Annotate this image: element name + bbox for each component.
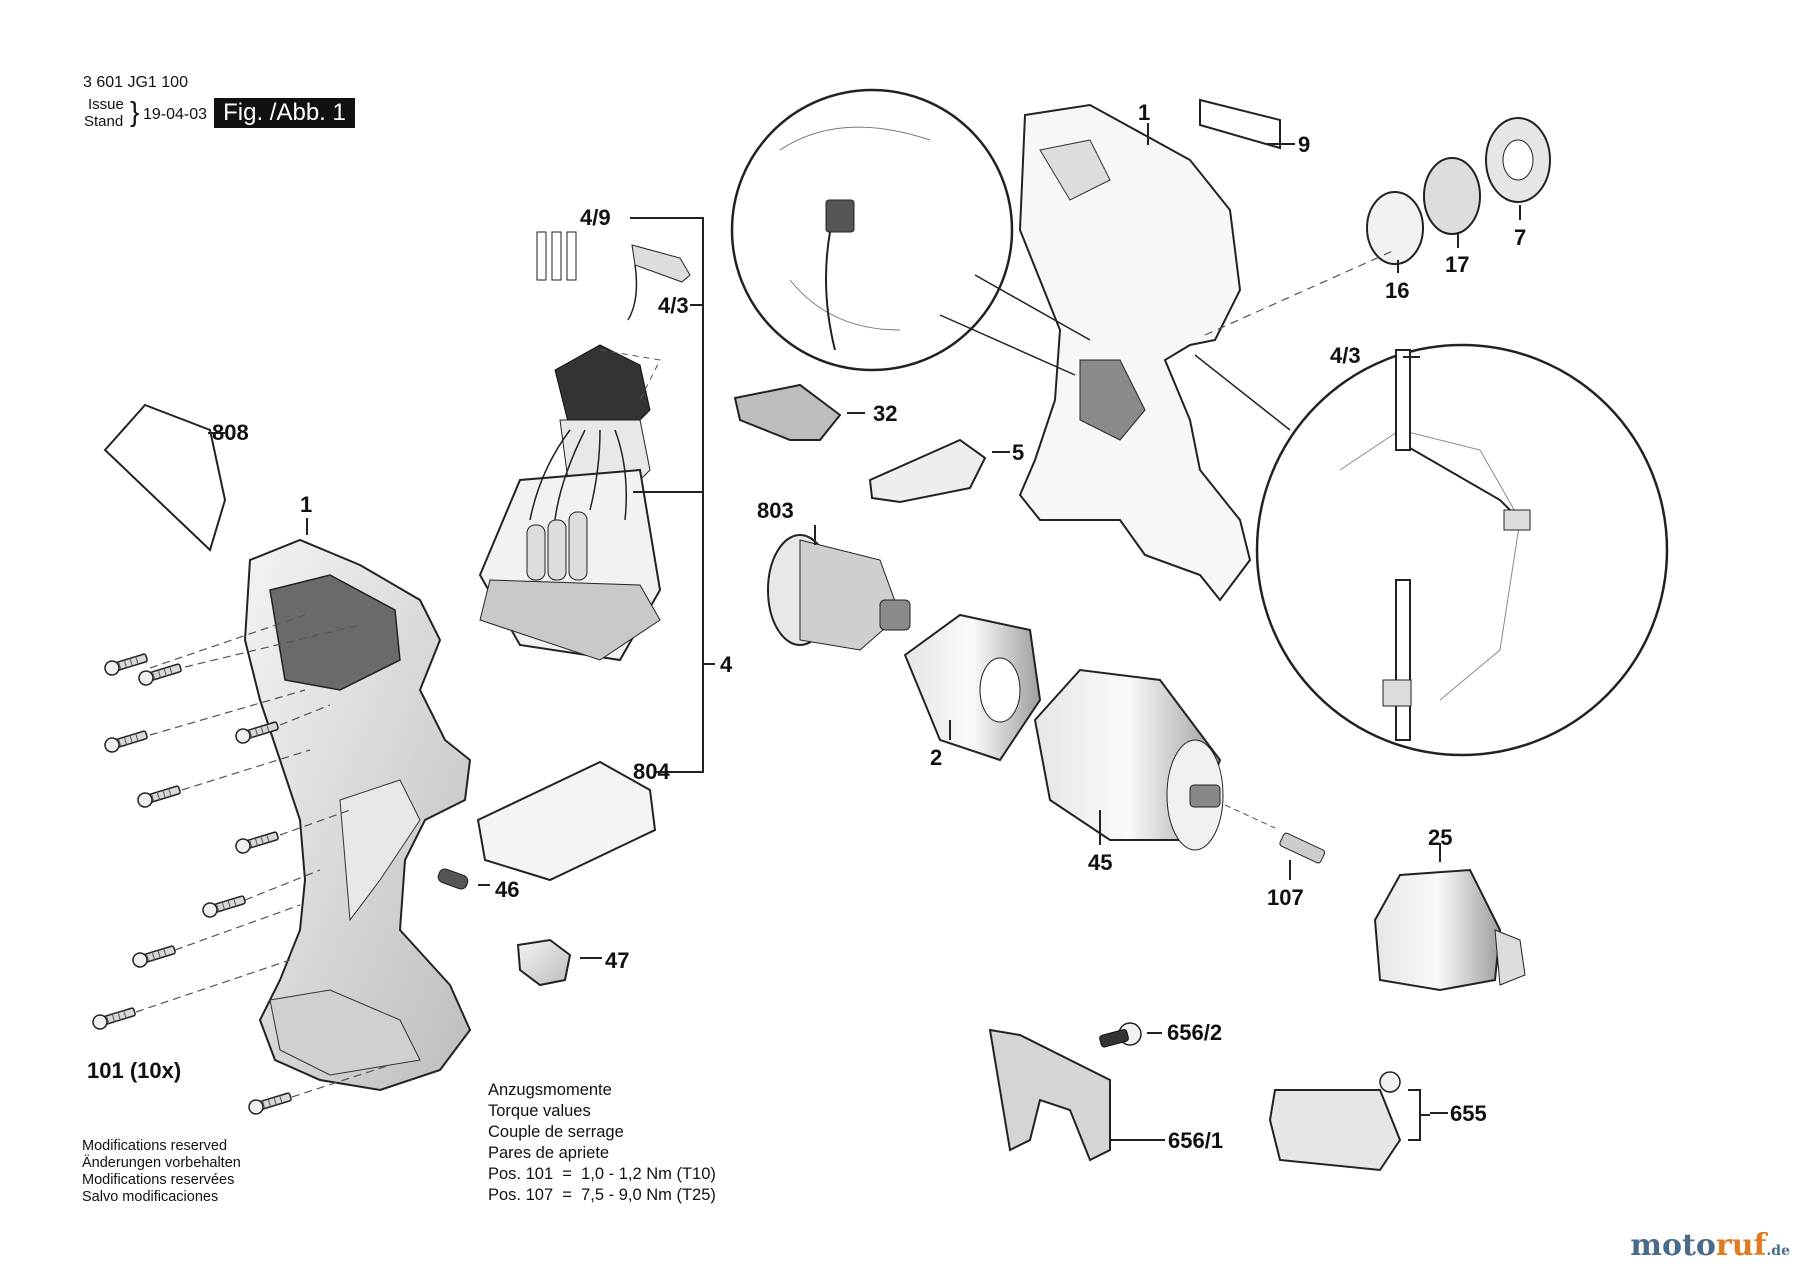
torque-pos-107: Pos. 107 = 7,5 - 9,0 Nm (T25): [488, 1186, 716, 1204]
label-1-left: 1: [300, 492, 312, 517]
label-32: 32: [873, 401, 897, 426]
spring-46-part: [437, 868, 469, 890]
cap-7-part: [1485, 117, 1551, 203]
leader-lines: [208, 123, 1521, 1141]
label-47: 47: [605, 948, 629, 973]
screw-107-part: [1224, 804, 1326, 864]
detail-circle-top: [730, 88, 1091, 376]
knob-47-part: [516, 938, 572, 987]
note-line: Salvo modificaciones: [82, 1189, 219, 1205]
torque-pos-101: Pos. 101 = 1,0 - 1,2 Nm (T10): [488, 1165, 716, 1183]
label-101: 101 (10x): [87, 1058, 181, 1083]
motor-armature-803-part: [767, 534, 911, 651]
label-4-3-top: 4/3: [658, 293, 689, 318]
label-4: 4: [720, 652, 733, 677]
label-46: 46: [495, 877, 519, 902]
bit-holder-655-part: [1268, 1071, 1430, 1172]
torque-line: Torque values: [488, 1102, 591, 1120]
label-804: 804: [633, 759, 670, 784]
label-45: 45: [1088, 850, 1112, 875]
label-9: 9: [1298, 132, 1310, 157]
note-line: Änderungen vorbehalten: [82, 1155, 241, 1171]
screw-656-2-part: [1099, 1022, 1142, 1048]
issue-date: 19-04-03: [143, 106, 208, 123]
switch-cover-32-part: [733, 383, 842, 441]
cover-16-part: [1366, 191, 1424, 265]
label-5: 5: [1012, 440, 1024, 465]
detail-circle-right: [1194, 343, 1669, 757]
ring-17-part: [1423, 157, 1481, 235]
label-16: 16: [1385, 278, 1409, 303]
figure-title: Fig. /Abb. 1: [214, 98, 355, 128]
motor-housing-2-part: [903, 613, 1042, 762]
label-656-2: 656/2: [1167, 1020, 1222, 1045]
header-brace: }: [130, 96, 140, 127]
nameplate-808-part: [103, 403, 227, 552]
housing-half-right-part: [1018, 103, 1252, 602]
label-107: 107: [1267, 885, 1304, 910]
slider-5-part: [868, 438, 987, 504]
watermark-part2: ruf: [1715, 1228, 1767, 1263]
torque-line: Couple de serrage: [488, 1123, 624, 1141]
watermark-part1: moto: [1630, 1228, 1716, 1263]
note-line: Modifications reserved: [82, 1138, 228, 1154]
watermark-logo: motoruf.de: [1630, 1228, 1790, 1263]
stand-label: Stand: [84, 113, 124, 130]
label-808: 808: [212, 420, 249, 445]
label-803: 803: [757, 498, 794, 523]
label-1-right: 1: [1138, 100, 1150, 125]
group-bracket-4: [630, 217, 715, 773]
torque-line: Anzugsmomente: [488, 1081, 612, 1099]
sticker-9-part: [1199, 98, 1281, 150]
screw-101-set: [90, 614, 391, 1117]
label-656-1: 656/1: [1168, 1128, 1223, 1153]
note-line: Modifications reservées: [82, 1172, 235, 1188]
issue-label: Issue: [88, 96, 124, 113]
label-25: 25: [1428, 825, 1452, 850]
label-4-9: 4/9: [580, 205, 611, 230]
torque-values: Anzugsmomente Torque values Couple de se…: [488, 1080, 716, 1206]
modification-notes: Modifications reserved Änderungen vorbeh…: [82, 1138, 241, 1206]
chuck-25-part: [1373, 868, 1526, 992]
tray-804-part: [476, 760, 657, 882]
part-number: 3 601 JG1 100: [83, 74, 188, 91]
label-17: 17: [1445, 252, 1469, 277]
label-4-3-detail: 4/3: [1330, 343, 1361, 368]
torque-line: Pares de apriete: [488, 1144, 610, 1162]
gearbox-45-part: [1033, 668, 1224, 851]
label-2: 2: [930, 745, 942, 770]
electronics-module-4-part: [478, 231, 691, 662]
label-7: 7: [1514, 225, 1526, 250]
label-655: 655: [1450, 1101, 1487, 1126]
watermark-suffix: .de: [1766, 1243, 1790, 1259]
belt-clip-656-1-part: [988, 1028, 1111, 1162]
housing-half-left-part: [243, 538, 472, 1092]
